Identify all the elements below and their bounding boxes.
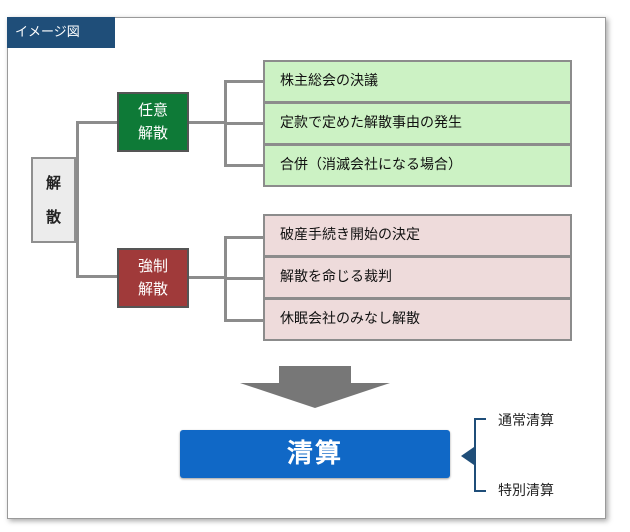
liquidation-type-special: 特別清算	[498, 483, 554, 499]
down-arrow-icon	[240, 366, 390, 408]
liquidation-type-normal: 通常清算	[498, 413, 554, 429]
voluntary-dissolution-node: 任意 解散	[117, 92, 189, 152]
connector-line	[76, 275, 117, 278]
forced-item: 破産手続き開始の決定	[263, 214, 572, 257]
connector-line	[76, 121, 79, 276]
voluntary-label-line2: 解散	[137, 124, 168, 142]
connector-line	[224, 319, 263, 322]
forced-label-line2: 解散	[137, 280, 168, 298]
pointer-triangle-icon	[461, 447, 474, 465]
forced-item: 休眠会社のみなし解散	[263, 298, 572, 341]
voluntary-item: 合併（消滅会社になる場合）	[263, 144, 572, 187]
root-char-2: 散	[45, 208, 61, 226]
forced-item: 解散を命じる裁判	[263, 256, 572, 299]
connector-line	[224, 236, 263, 239]
root-char-1: 解	[45, 174, 61, 192]
voluntary-item: 定款で定めた解散事由の発生	[263, 102, 572, 145]
connector-line	[189, 121, 225, 124]
forced-dissolution-node: 強制 解散	[117, 248, 189, 308]
bracket	[474, 418, 486, 492]
forced-label-line1: 強制	[137, 257, 168, 275]
connector-line	[76, 121, 117, 124]
liquidation-box: 清算	[180, 430, 450, 478]
connector-line	[224, 164, 263, 167]
connector-line	[224, 80, 263, 83]
voluntary-item: 株主総会の決議	[263, 60, 572, 103]
connector-line	[224, 277, 263, 280]
voluntary-label-line1: 任意	[137, 101, 168, 119]
connector-line	[189, 276, 225, 279]
header-tag: イメージ図	[7, 17, 115, 48]
connector-line	[224, 122, 263, 125]
root-node-dissolution: 解 散	[31, 157, 76, 243]
